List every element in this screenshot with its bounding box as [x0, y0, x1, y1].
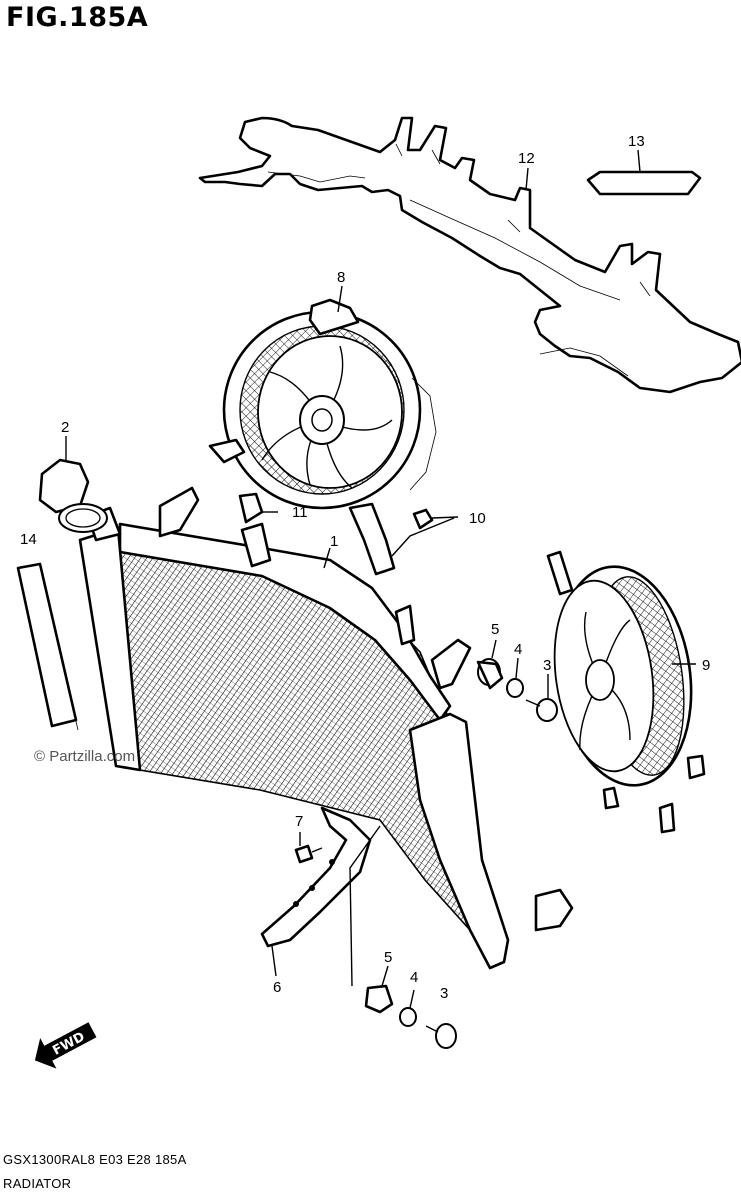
callout-5-upper: 5 [491, 621, 499, 638]
bolt-10-part [412, 508, 459, 530]
diagram-code: GSX1300RAL8 E03 E28 185A [3, 1152, 187, 1167]
callout-4-upper: 4 [514, 641, 522, 658]
fwd-arrow-icon: FWD [34, 1022, 97, 1069]
bolt-3-lower-part [425, 1023, 457, 1049]
clip-nut-part [238, 492, 264, 524]
callout-6: 6 [273, 979, 281, 996]
callout-5-lower: 5 [384, 949, 392, 966]
callout-10: 10 [469, 510, 486, 527]
bolt-7-part [294, 844, 323, 864]
callout-11: 11 [292, 504, 308, 521]
callout-2: 2 [61, 419, 69, 436]
callout-1: 1 [330, 533, 338, 550]
radiator-cover-part [198, 116, 741, 394]
caution-label-part [586, 170, 702, 196]
damper-5-lower-part [364, 984, 394, 1014]
cooling-fan-part [208, 298, 437, 576]
callout-13: 13 [628, 133, 645, 150]
radiator-assembly-part [78, 486, 574, 970]
callout-labels: 1 2 3 3 4 4 5 5 6 7 8 9 10 11 12 13 14 [20, 133, 710, 1002]
diagram-caption: RADIATOR [3, 1176, 72, 1191]
radiator-pad-part [16, 562, 79, 731]
collar-4-upper-part [506, 678, 524, 698]
callout-14: 14 [20, 531, 37, 548]
collar-4-lower-part [399, 1007, 417, 1027]
leader-lines [65, 149, 696, 1009]
secondary-fan-part [546, 550, 706, 834]
callout-7: 7 [295, 813, 303, 830]
callout-8: 8 [337, 269, 345, 286]
figure-title: FIG.185A [6, 2, 149, 33]
radiator-cap-part [38, 458, 108, 533]
callout-12: 12 [518, 150, 535, 167]
callout-3-upper: 3 [543, 657, 551, 674]
callout-3-lower: 3 [440, 985, 448, 1002]
callout-4-lower: 4 [410, 969, 418, 986]
watermark: © Partzilla.com [34, 748, 136, 765]
damper-5-upper-part [476, 658, 504, 690]
lower-bracket-part [260, 806, 372, 948]
callout-9: 9 [702, 657, 710, 674]
bolt-3-upper-part [525, 698, 558, 722]
